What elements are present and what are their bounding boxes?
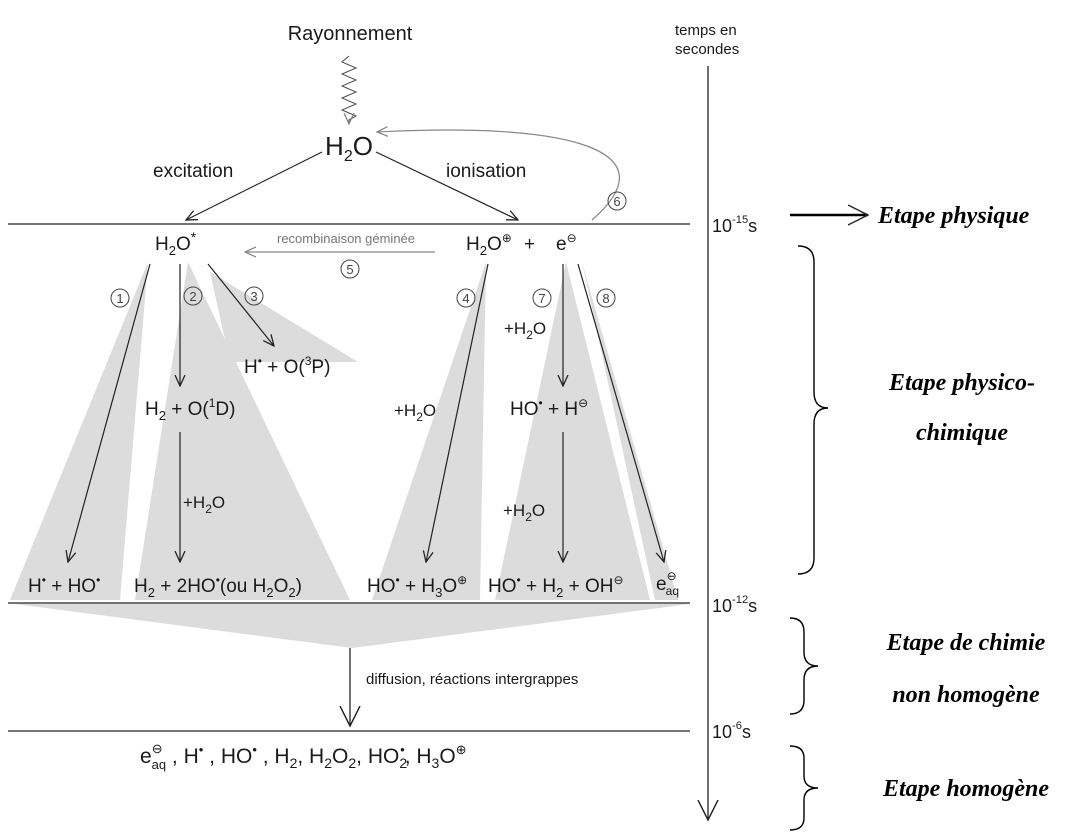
species-h2o-excited: H2O*: [155, 229, 197, 258]
species-h2-o1d: H2 + O(1D): [145, 396, 235, 423]
stage-nonhomo-2: non homogène: [892, 682, 1040, 708]
species-electron: e⊖: [556, 231, 577, 255]
reaction-number-7: 7: [538, 291, 545, 306]
stage-homogene: Etape homogène: [882, 776, 1049, 802]
species-h2o: H2O: [325, 131, 373, 165]
brace-physico: [797, 245, 829, 575]
circle-2: [183, 286, 203, 306]
circle-3: [244, 286, 264, 306]
label-excitation: excitation: [153, 161, 233, 182]
product-ho-h2-oh: HO• + H2 + OH⊖: [488, 573, 624, 600]
label-diffusion: diffusion, réactions intergrappes: [366, 671, 578, 688]
time-axis-title-1: temps en: [675, 22, 737, 39]
radiation-wavy-arrow: [340, 55, 358, 124]
circle-6: [607, 191, 627, 211]
plus-h2o-7a: +H2O: [504, 319, 546, 342]
cone-3: [210, 272, 358, 362]
tick-1e-6: 10-6s: [712, 720, 751, 742]
arrow-1: [68, 263, 151, 562]
circle-4: [456, 288, 476, 308]
merge-cone: [15, 604, 690, 648]
plus-h2o-7b: +H2O: [503, 501, 545, 524]
stage-physico-1: Etape physico-: [888, 370, 1035, 396]
reaction-number-2: 2: [189, 289, 196, 304]
plus-h2o-4: +H2O: [394, 401, 436, 424]
plus-sign: +: [524, 234, 535, 255]
tick-1e-15: 10-15s: [712, 214, 757, 236]
brace-nonhomo: [789, 617, 819, 715]
time-axis-title-2: secondes: [675, 41, 739, 58]
final-species: e⊖aq , H• , HO• , H2, H2O2, HO2•, H3O⊕: [140, 741, 467, 772]
cone-8: [582, 262, 678, 600]
arrow-3: [207, 263, 274, 346]
reaction-number-8: 8: [602, 291, 609, 306]
cone-4: [372, 262, 486, 600]
product-e-aq: e⊖aq: [656, 569, 679, 598]
reaction-number-5: 5: [346, 262, 353, 277]
cone-2: [135, 262, 350, 600]
arrow-8: [577, 263, 664, 562]
circle-7: [532, 288, 552, 308]
reaction-number-3: 3: [250, 289, 257, 304]
reaction-number-6: 6: [613, 194, 620, 209]
time-lines: [8, 223, 690, 732]
label-ionisation: ionisation: [446, 161, 526, 182]
rayonnement-label: Rayonnement: [288, 23, 413, 45]
cone-1: [10, 262, 148, 600]
reaction-numbers: [110, 191, 627, 308]
circle-5: [340, 259, 360, 279]
circle-8: [596, 288, 616, 308]
product-ho-h3o: HO• + H3O⊕: [367, 573, 467, 600]
reaction-number-1: 1: [116, 291, 123, 306]
arrow-4: [426, 263, 489, 562]
stage-physico-2: chimique: [916, 420, 1008, 446]
stage-physique: Etape physique: [877, 203, 1030, 229]
arrow-ionisation: [375, 151, 518, 220]
arrow-excitation: [186, 151, 323, 220]
species-h-o3p: H• + O(3P): [244, 354, 330, 378]
cone-7: [495, 262, 650, 600]
circle-1: [110, 288, 130, 308]
product-h2-2ho: H2 + 2HO•(ou H2O2): [134, 573, 302, 600]
species-ho-h-minus: HO• + H⊖: [510, 396, 588, 420]
product-h-ho: H• + HO•: [28, 573, 100, 597]
species-h2o-ion: H2O⊕: [466, 231, 512, 258]
tick-1e-12: 10-12s: [712, 594, 757, 616]
stage-nonhomo-1: Etape de chimie: [886, 630, 1046, 656]
brace-homogene: [789, 745, 819, 831]
arrow-6-recombination: [377, 130, 621, 221]
reaction-number-4: 4: [462, 291, 469, 306]
label-recombinaison: recombinaison géminée: [277, 231, 415, 246]
plus-h2o-2b: +H2O: [183, 493, 225, 516]
reaction-cones: [10, 262, 690, 648]
